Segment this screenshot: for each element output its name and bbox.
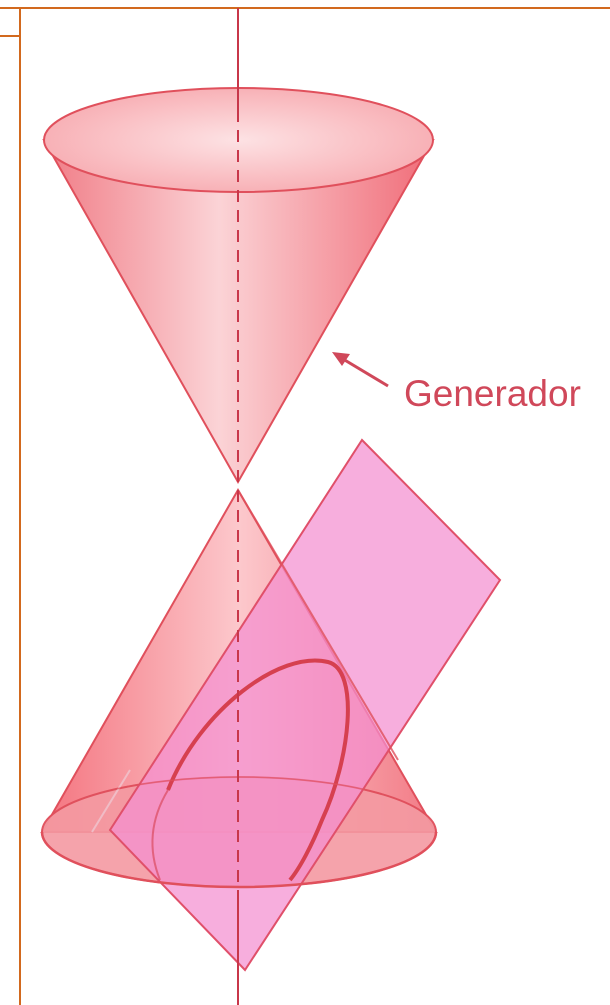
figure-frame [0,7,610,1005]
upper-cone-nappe [42,87,435,485]
generator-arrowhead [332,352,350,366]
generator-label: Generador [404,373,581,414]
cutting-plane [91,438,502,972]
parabola-section [151,658,350,882]
generator-arrow [337,354,389,388]
generator-annotation: Generador [332,352,581,414]
